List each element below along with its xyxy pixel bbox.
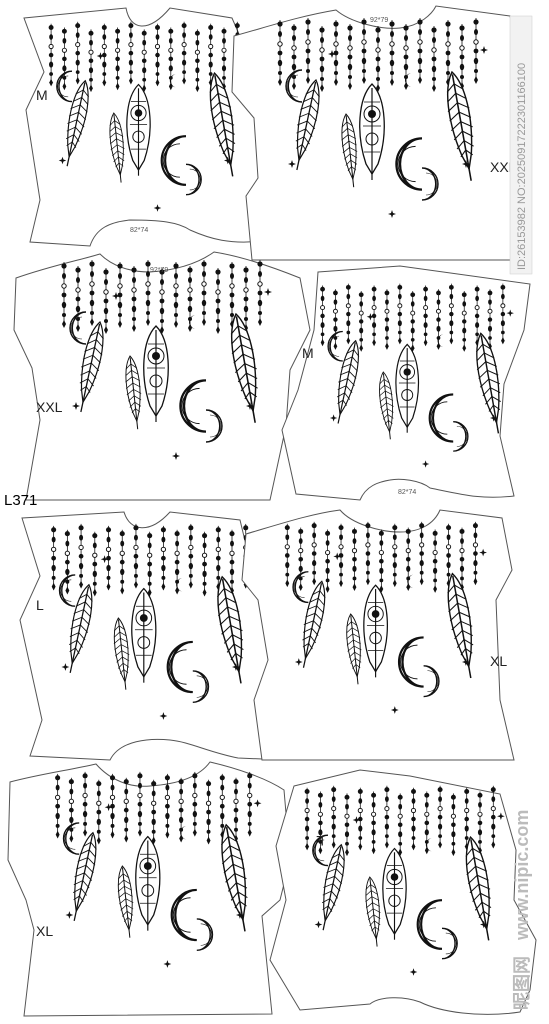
watermark-brand: 昵图网 bbox=[512, 956, 532, 1010]
watermark-site-text: www.nipic.com bbox=[512, 810, 532, 941]
size-label: M bbox=[36, 87, 48, 103]
pattern-piece-7: XL bbox=[7, 761, 291, 1017]
size-label: XL bbox=[490, 653, 507, 669]
pattern-piece-1: M 82*74 bbox=[23, 7, 273, 247]
dimension-label: 82*74 bbox=[130, 227, 148, 234]
dimension-label: 92*79 bbox=[150, 267, 168, 274]
size-label: XL bbox=[36, 923, 53, 939]
size-label: L bbox=[36, 597, 44, 613]
dimension-label: 82*74 bbox=[398, 489, 416, 496]
watermark-site: 昵图网 www.nipic.com bbox=[512, 810, 532, 1010]
pattern-piece-3: XXL 92*79 bbox=[13, 251, 311, 501]
design-code: L371 bbox=[4, 492, 37, 509]
size-label: XXL bbox=[36, 399, 63, 415]
watermark-id-box: ID:26153982 NO:20250917222301166100 bbox=[509, 15, 533, 275]
pattern-piece-8: L bbox=[269, 769, 537, 1015]
pattern-piece-2: XXL 92*79 bbox=[231, 5, 523, 261]
size-label: M bbox=[302, 345, 314, 361]
pattern-piece-6: XL bbox=[241, 509, 515, 761]
watermark-id-text: ID:26153982 NO:20250917222301166100 bbox=[516, 63, 528, 270]
size-label: L bbox=[316, 833, 324, 849]
pattern-piece-5: L bbox=[19, 511, 287, 761]
pattern-piece-4: M 82*74 bbox=[281, 265, 531, 501]
dimension-label: 92*79 bbox=[370, 17, 388, 24]
